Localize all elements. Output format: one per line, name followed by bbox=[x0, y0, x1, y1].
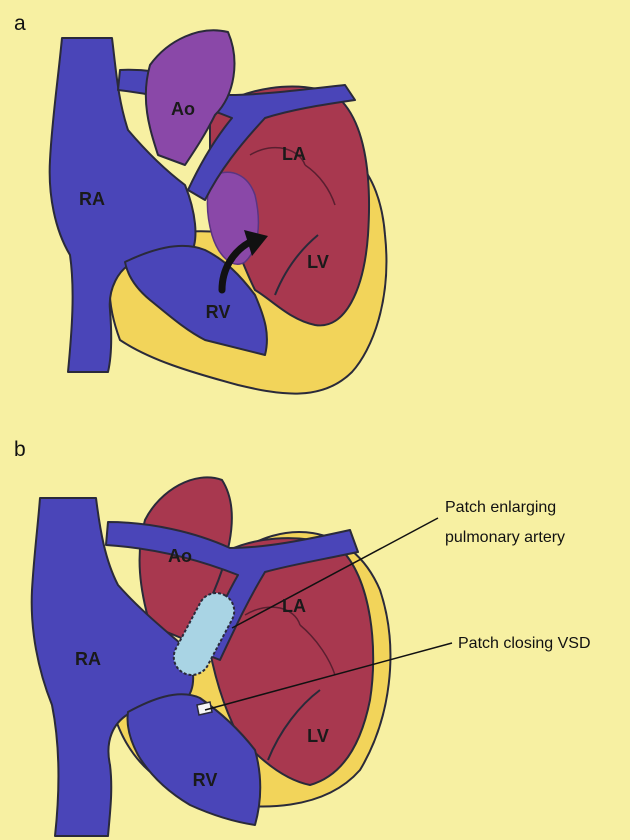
panel-b-label-ra: RA bbox=[75, 649, 101, 669]
callout-patch-vsd: Patch closing VSD bbox=[458, 635, 591, 652]
callout-patch-pa-line2: pulmonary artery bbox=[445, 529, 565, 546]
panel-a-label-rv: RV bbox=[206, 302, 231, 322]
panel-b-label-ao: Ao bbox=[168, 546, 192, 566]
panel-b-letter: b bbox=[14, 438, 26, 461]
panel-a: a Ao RA LA LV RV bbox=[14, 12, 386, 394]
panel-b-label-la: LA bbox=[282, 596, 306, 616]
panel-a-label-la: LA bbox=[282, 144, 306, 164]
panel-b-label-rv: RV bbox=[193, 770, 218, 790]
panel-a-letter: a bbox=[14, 12, 26, 35]
panel-b-label-lv: LV bbox=[307, 726, 329, 746]
panel-a-label-ra: RA bbox=[79, 189, 105, 209]
callout-patch-pa-line1: Patch enlarging bbox=[445, 499, 556, 516]
panel-a-label-lv: LV bbox=[307, 252, 329, 272]
panel-a-label-ao: Ao bbox=[171, 99, 195, 119]
panel-b: b Patch enlarging pulmonary artery Patch… bbox=[14, 438, 591, 836]
